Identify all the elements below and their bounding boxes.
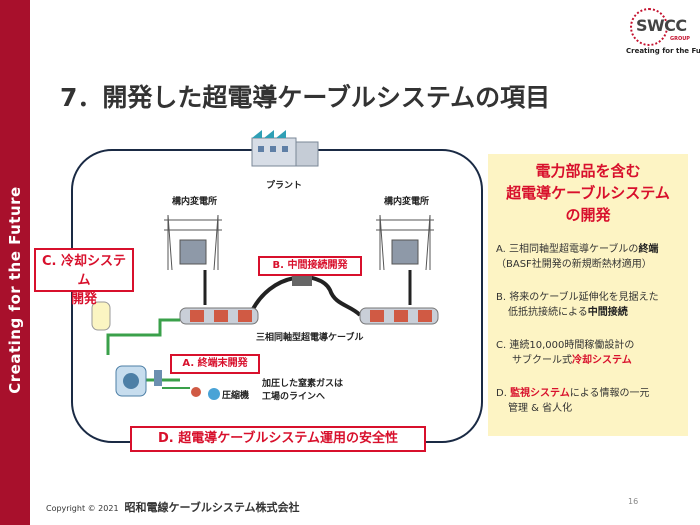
panel-title-line3: の開発 [565, 206, 611, 224]
termination-left-icon [179, 307, 259, 325]
cooling-pipe [106, 318, 180, 355]
substation-left-label: 構内変電所 [172, 197, 218, 207]
logo-ring-icon [630, 8, 668, 46]
intermediate-joint-icon [292, 276, 312, 286]
plant-label: プラント [266, 181, 303, 191]
footer: Copyright © 2021 昭和電線ケーブルシステム株式会社 [46, 499, 300, 515]
logo-tagline: Creating for the Future [626, 47, 700, 55]
compressor-label: 圧縮機 [222, 391, 250, 401]
box-d-system-safety: D. 超電導ケーブルシステム運用の安全性 [130, 426, 426, 452]
logo-name: SWCC [636, 16, 687, 35]
panel-title-line1: 電力部品を含む [535, 162, 641, 180]
development-items-panel: 電力部品を含む 超電導ケーブルシステム の開発 A. 三相同軸型超電導ケーブルの… [488, 154, 688, 436]
cable-label: 三相同軸型超電導ケーブル [256, 333, 364, 343]
box-c-cooling-system: C. 冷却システム 開発 [34, 248, 134, 307]
substation-right-icon [376, 214, 434, 271]
system-diagram: プラント 構内変電所 構内変電所 三相同軸型超電導ケーブル 圧縮機 加圧した窒素… [30, 130, 490, 460]
compressor-icon [162, 387, 220, 400]
substation-right-label: 構内変電所 [384, 197, 430, 207]
sidebar: Creating for the Future [0, 0, 30, 525]
cable-arc [248, 275, 362, 317]
company-name: 昭和電線ケーブルシステム株式会社 [124, 501, 300, 514]
copyright: Copyright © 2021 [46, 504, 119, 513]
nitrogen-label: 加圧した窒素ガスは 工場のラインへ [262, 379, 344, 402]
page-title: 7．開発した超電導ケーブルシステムの項目 [60, 83, 551, 112]
termination-right-icon [359, 307, 439, 325]
swcc-logo: SWCC GROUP Creating for the Future [622, 6, 700, 56]
box-b-intermediate-joint: B. 中間接続開発 [258, 256, 362, 276]
item-b: B. 将来のケーブル延伸化を見据えた 低抵抗接続による中間接続 [496, 292, 659, 318]
panel-title-line2: 超電導ケーブルシステム [506, 184, 670, 202]
sidebar-tagline: Creating for the Future [6, 186, 24, 394]
refrigerator-icon [91, 301, 162, 397]
item-c: C. 連続10,000時間稼働設計の サブクール式冷却システム [496, 340, 635, 366]
item-a: A. 三相同軸型超電導ケーブルの終端 （BASF社開発の新規断熱材適用） [496, 244, 659, 270]
page-number: 16 [628, 497, 639, 506]
plant-icon [251, 130, 319, 167]
box-a-termination: A. 終端末開発 [170, 354, 260, 374]
logo-group: GROUP [670, 36, 690, 42]
substation-left-icon [164, 214, 222, 271]
item-d: D. 監視システムによる情報の一元 管理 & 省人化 [496, 388, 650, 414]
